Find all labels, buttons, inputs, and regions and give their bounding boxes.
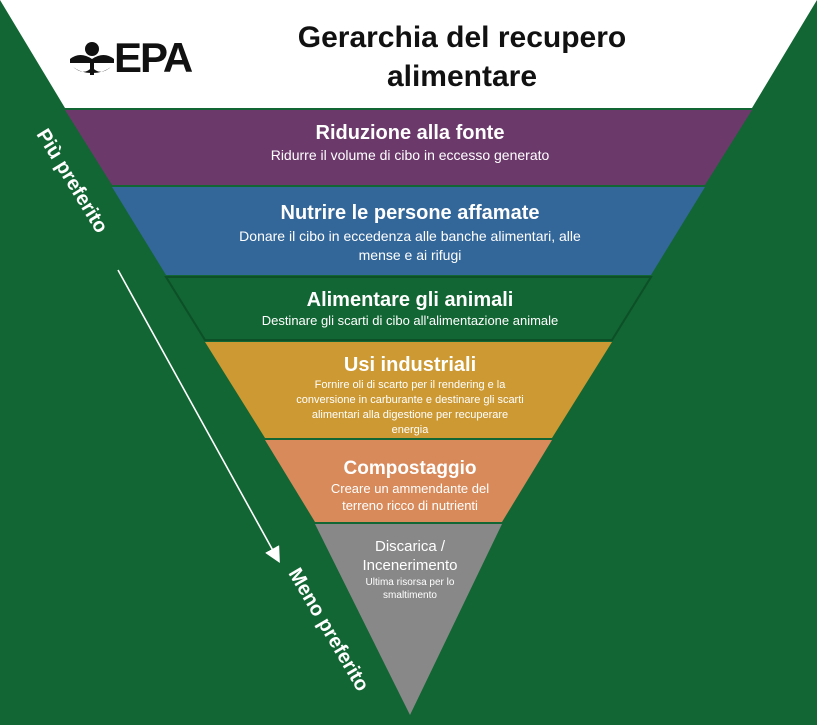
tier-feed-people-desc-1: Donare il cibo in eccedenza alle banche … — [239, 228, 581, 244]
epa-logo: EPA — [70, 34, 195, 81]
tier-composting-desc-2: terreno ricco di nutrienti — [342, 498, 478, 513]
tier-industrial-desc-4: energia — [392, 424, 430, 436]
tier-landfill-heading-2: Incenerimento — [362, 557, 457, 574]
tier-source-reduction-heading: Riduzione alla fonte — [316, 122, 505, 144]
tier-feed-people-desc-2: mense e ai rifugi — [359, 247, 462, 263]
tier-industrial-desc-3: alimentari alla digestione per recuperar… — [312, 409, 508, 421]
tier-feed-people-band — [112, 187, 705, 275]
tier-feed-animals-band — [164, 276, 653, 341]
epa-logo-text: EPA — [114, 34, 193, 81]
tier-landfill-band — [315, 524, 502, 715]
tier-landfill-heading: Discarica / — [375, 538, 446, 555]
tier-landfill-desc-2: smaltimento — [383, 590, 437, 601]
tier-feed-animals-desc: Destinare gli scarti di cibo all'aliment… — [262, 313, 559, 328]
preference-arrow — [117, 269, 280, 564]
tier-landfill-desc-1: Ultima risorsa per lo — [366, 577, 455, 588]
tier-industrial-desc-2: conversione in carburante e destinare gl… — [296, 394, 523, 406]
tier-industrial-desc-1: Fornire oli di scarto per il rendering e… — [315, 379, 507, 391]
tier-composting-desc-1: Creare un ammendante del — [331, 481, 489, 496]
tier-source-reduction-band — [65, 110, 752, 185]
title-band — [0, 0, 817, 108]
title-line-2: alimentare — [387, 60, 537, 93]
tier-industrial-band — [205, 342, 612, 438]
tier-composting-band — [265, 440, 552, 522]
tier-industrial-heading: Usi industriali — [344, 354, 476, 376]
tier-feed-animals-heading: Alimentare gli animali — [307, 289, 514, 311]
tier-source-reduction-desc: Ridurre il volume di cibo in eccesso gen… — [271, 147, 550, 163]
tier-composting-heading: Compostaggio — [344, 458, 477, 479]
tier-feed-people-heading: Nutrire le persone affamate — [281, 202, 540, 224]
title-line-1: Gerarchia del recupero — [298, 21, 626, 54]
epa-flower-icon — [70, 42, 114, 75]
